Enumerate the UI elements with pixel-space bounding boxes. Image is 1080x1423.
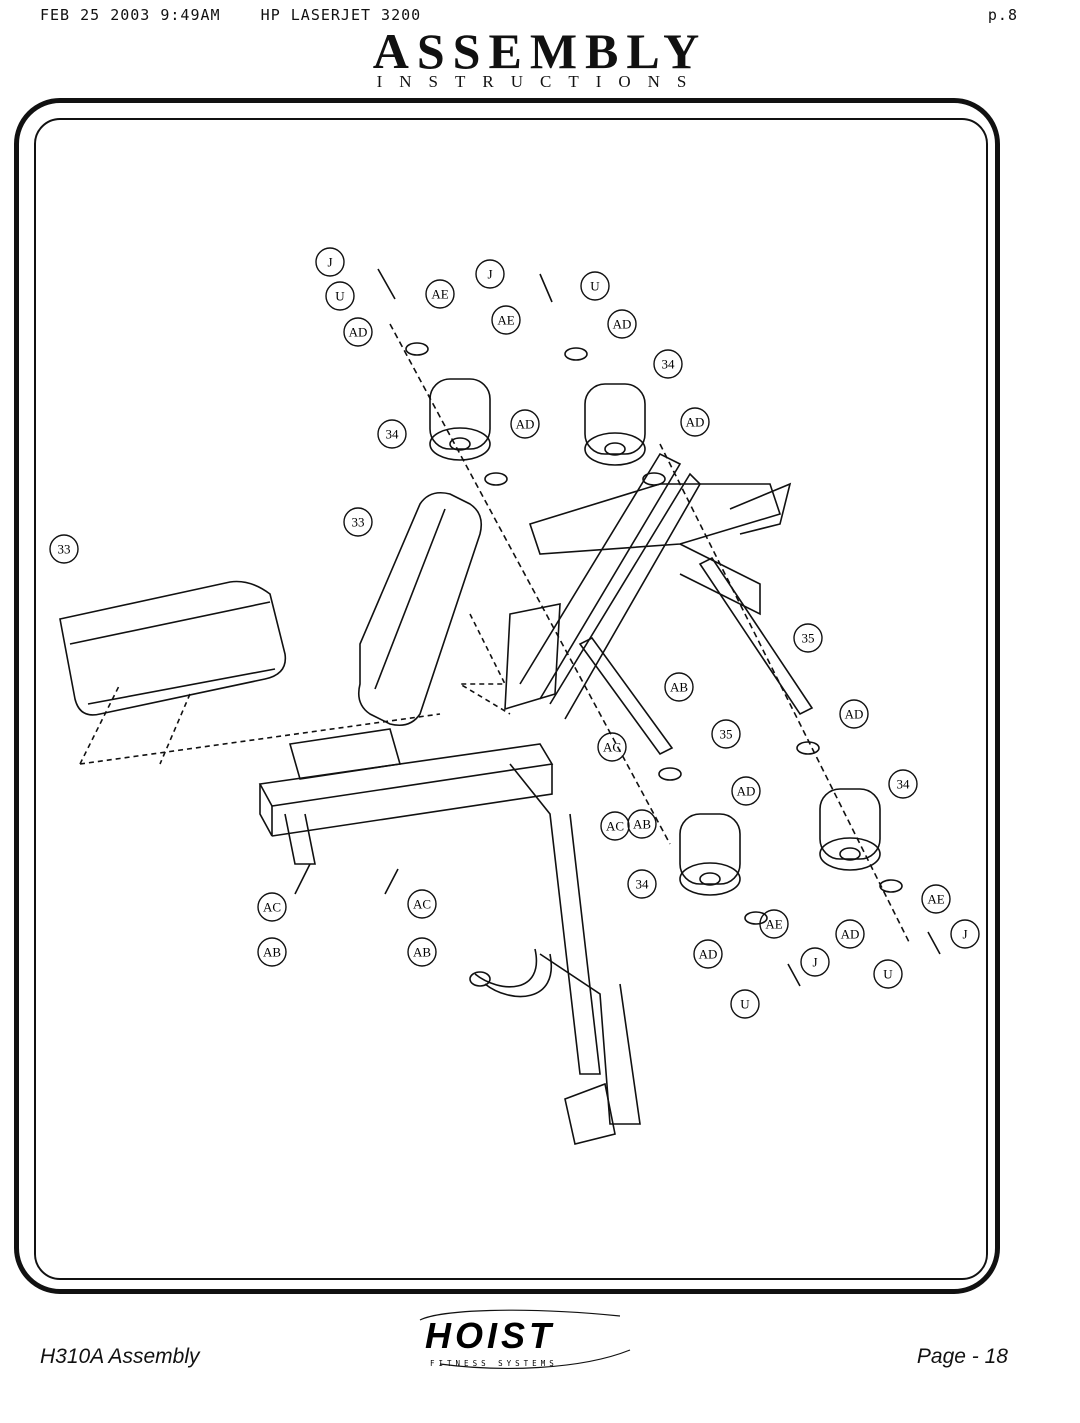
callout-label: AC [606,819,624,834]
callout-label: J [327,255,332,270]
callout-label: 34 [386,427,400,442]
upright-frame [519,452,682,700]
callout-label: 35 [720,727,733,742]
page-title: ASSEMBLY [372,23,708,79]
callout-circle [475,259,505,289]
callout-label: AD [613,317,632,332]
callout-label: AD [841,927,860,942]
callout-circle [711,719,741,749]
callout-circle [377,419,407,449]
callout-circle [407,889,437,919]
callout-circle [680,407,710,437]
callout-circle [839,699,869,729]
fax-page-number: p.8 [987,6,1018,24]
roller-rod-upper [698,556,814,716]
inner-frame [34,118,988,1280]
callout-circle [693,939,723,969]
callout-label: AE [497,313,514,328]
callout-circle [600,811,630,841]
fax-timestamp: FEB 25 2003 9:49AM HP LASERJET 3200 [40,6,422,24]
callout-circle [425,279,455,309]
callout-circle [343,317,373,347]
callout-circle [627,809,657,839]
seat-pad [59,580,287,716]
callout-circle [325,281,355,311]
svg-text:FITNESS SYSTEMS: FITNESS SYSTEMS [430,1359,558,1368]
roller-rod-lower [578,636,674,756]
callout-label: J [962,927,967,942]
callout-circle [257,892,287,922]
callout-label: 34 [636,877,650,892]
callout-label: 35 [802,631,815,646]
callout-circle [921,884,951,914]
handle-tube [484,953,553,998]
roller-pad [584,383,646,466]
callout-circle [800,947,830,977]
callout-label: 33 [352,515,365,530]
callout-label: AE [431,287,448,302]
main-frame-tube [258,743,554,807]
callout-circle [888,769,918,799]
callout-label: AB [413,945,431,960]
page-number-label: Page - 18 [916,1345,1008,1368]
callout-circle [510,409,540,439]
roller-pad [819,788,881,871]
callout-label: AE [765,917,782,932]
pivot-bracket [528,483,782,555]
page-subtitle: INSTRUCTIONS [376,72,704,91]
callout-circle [759,909,789,939]
callout-circle [873,959,903,989]
callout-label: AB [633,817,651,832]
hardware [294,268,941,987]
callout-circle [653,349,683,379]
callout-label: J [812,955,817,970]
callout-label: J [487,267,492,282]
callout-label: AC [413,897,431,912]
callout-circle [835,919,865,949]
callout-circle [49,534,79,564]
callout-label: AC [603,740,621,755]
callout-label: AD [699,947,718,962]
roller-pad [679,813,741,896]
svg-text:HOIST: HOIST [425,1315,555,1356]
callout-label: U [883,967,893,982]
callout-label: AB [263,945,281,960]
callout-label: U [335,289,345,304]
callout-circle [793,623,823,653]
back-pad [357,491,483,727]
callout-circle [597,732,627,762]
callout-label: AC [263,900,281,915]
callout-label: 34 [662,357,676,372]
callout-label: AD [737,784,756,799]
callout-circle [664,672,694,702]
callout-label: 33 [58,542,71,557]
callout-circle [407,937,437,967]
callout-label: AD [349,325,368,340]
callout-circle [580,271,610,301]
callout-label: AD [845,707,864,722]
roller-pad [429,378,491,461]
callout-label: U [740,997,750,1012]
callout-circle [627,869,657,899]
fax-header: FEB 25 2003 9:49AM HP LASERJET 3200 p.8 [0,6,1080,28]
callout-circle [950,919,980,949]
callout-circle [257,937,287,967]
callout-label: U [590,279,600,294]
callout-circle [730,989,760,1019]
callout-label: AD [516,417,535,432]
callout-label: 34 [897,777,911,792]
callout-circle [343,507,373,537]
callout-circle [731,776,761,806]
model-assembly-label: H310A Assembly [40,1345,200,1368]
callout-label: AE [927,892,944,907]
callout-circle [491,305,521,335]
callout-circle [607,309,637,339]
callout-label: AB [670,680,688,695]
hoist-logo: HOIST FITNESS SYSTEMS [419,1309,631,1369]
outer-frame [14,98,1000,1294]
callout-label: AD [686,415,705,430]
callout-circle [315,247,345,277]
